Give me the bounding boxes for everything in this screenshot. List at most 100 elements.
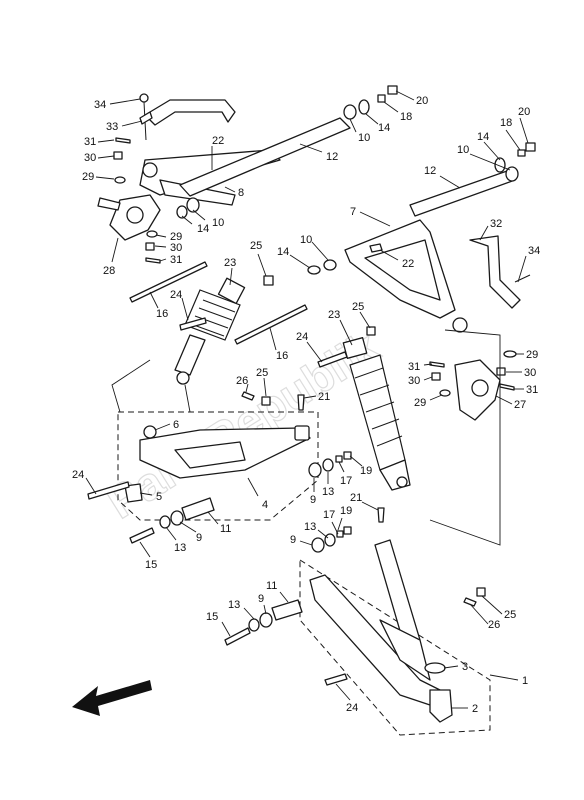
callout-26-lower-right: 26 [488, 619, 500, 631]
callout-1: 1 [522, 675, 528, 687]
collar-11-left [181, 497, 215, 521]
nut-25-lower-right [476, 587, 486, 597]
lower-arm-left-group-box [117, 411, 319, 521]
callout-23-right: 23 [328, 309, 340, 321]
callout-20-right: 20 [518, 106, 530, 118]
callout-33: 33 [106, 121, 118, 133]
callout-27: 27 [514, 399, 526, 411]
callout-30-right-low: 30 [408, 375, 420, 387]
nut-25-left [263, 275, 274, 286]
nut-18-top [377, 94, 386, 103]
washer-14-left [176, 205, 188, 219]
callout-5: 5 [156, 491, 162, 503]
callout-16-right: 16 [276, 350, 288, 362]
steering-bracket-top [144, 99, 236, 126]
nut-18-right [517, 149, 526, 157]
callout-24-lower-right: 24 [346, 702, 358, 714]
bushing-9-left [170, 510, 184, 526]
nut-30-left-top [113, 151, 123, 160]
bolt-24-right [317, 351, 348, 368]
bushing-9-right [259, 612, 273, 628]
washer-29-right [439, 389, 451, 397]
bushing-10-right [505, 166, 519, 182]
callout-13-left: 13 [174, 542, 186, 554]
callout-25-right: 25 [352, 301, 364, 313]
callout-23-left: 23 [224, 257, 236, 269]
callout-34-top: 34 [94, 99, 106, 111]
bushing-9-lower [311, 537, 325, 553]
callout-29-left: 29 [170, 231, 182, 243]
bolt-24-lower-left [87, 481, 130, 500]
upper-arm-right [344, 219, 468, 333]
callout-22-left: 22 [212, 135, 224, 147]
bolt-33 [139, 111, 153, 125]
callout-16-left: 16 [156, 308, 168, 320]
bolt-24-left [179, 317, 207, 331]
bushing-10-left [186, 197, 200, 213]
nut-30-right [496, 367, 506, 376]
collar-11-right [271, 599, 303, 621]
callout-30-top: 30 [84, 152, 96, 164]
nut-17-mid [335, 455, 343, 463]
callout-9-right: 9 [258, 593, 264, 605]
circlip-3 [424, 662, 446, 674]
callout-18-right: 18 [500, 117, 512, 129]
washer-14-mid [307, 265, 321, 275]
callout-14-right: 14 [477, 131, 489, 143]
pin-31-left-top [115, 137, 131, 144]
callout-30-right: 30 [524, 367, 536, 379]
bushing-9-mid [308, 462, 322, 478]
callout-21-right: 21 [350, 492, 362, 504]
callout-10-mid: 10 [300, 234, 312, 246]
lower-arm-left [139, 425, 311, 479]
bolt-15-left [129, 527, 155, 544]
callout-2: 2 [472, 703, 478, 715]
callout-9-mid: 9 [310, 494, 316, 506]
shaft-left [179, 117, 351, 197]
callout-32: 32 [490, 218, 502, 230]
grease-nipple-21-right [377, 507, 385, 523]
callout-25-lower-right: 25 [504, 609, 516, 621]
bolt-26-lower-right [463, 597, 477, 607]
callout-24-right: 24 [296, 331, 308, 343]
callout-31-top: 31 [84, 136, 96, 148]
callout-29-top: 29 [82, 171, 94, 183]
callout-22-right: 22 [402, 258, 414, 270]
washer-14-top [358, 99, 370, 115]
nut-25-right [366, 326, 376, 336]
callout-15-left: 15 [145, 559, 157, 571]
nut-30-left [145, 242, 155, 251]
bushing-10-mid [323, 259, 337, 271]
washer-13-right [248, 618, 260, 632]
callout-9-left: 9 [196, 532, 202, 544]
bolt-34-top [139, 93, 149, 103]
callout-15-right: 15 [206, 611, 218, 623]
bushing-10-top [343, 104, 357, 120]
washer-13-left [159, 515, 171, 529]
cap-20-top [387, 85, 398, 95]
callout-24-left: 24 [170, 289, 182, 301]
callout-13-mid: 13 [322, 486, 334, 498]
lower-arm-right [309, 539, 441, 706]
callout-10-right: 10 [457, 144, 469, 156]
callout-6: 6 [173, 419, 179, 431]
callout-10-left: 10 [212, 217, 224, 229]
callout-28: 28 [103, 265, 115, 277]
callout-25-upper: 25 [256, 367, 268, 379]
pin-31-right [499, 383, 515, 391]
callout-25-left: 25 [250, 240, 262, 252]
callout-4: 4 [262, 499, 268, 511]
washer-29-right-top [503, 350, 517, 358]
callout-26-upper: 26 [236, 375, 248, 387]
ball-joint-right [429, 689, 453, 723]
washer-13-mid [322, 458, 334, 472]
washer-29-left [146, 230, 158, 238]
callout-31-left: 31 [170, 254, 182, 266]
callout-30-left: 30 [170, 242, 182, 254]
callout-17-lower: 17 [323, 509, 335, 521]
bolt-26-lower [241, 391, 255, 401]
callout-24-lower-left: 24 [72, 469, 84, 481]
callout-7: 7 [350, 206, 356, 218]
callout-18-top: 18 [400, 111, 412, 123]
